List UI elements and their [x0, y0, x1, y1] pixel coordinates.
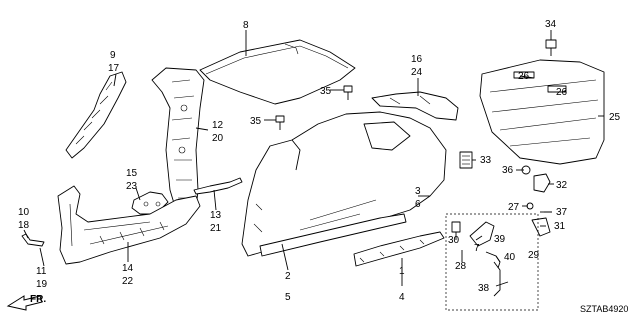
inner-a-pillar [65, 71, 127, 159]
callout-32: 32 [556, 180, 568, 191]
callout-19: 19 [36, 279, 48, 290]
callout-34: 34 [545, 19, 557, 30]
callout-38: 38 [478, 283, 490, 294]
callout-25: 25 [609, 112, 621, 123]
callout-1: 1 [399, 266, 405, 277]
callout-39: 39 [494, 234, 506, 245]
callout-22: 22 [122, 276, 134, 287]
bolt-upper [343, 85, 353, 100]
callout-35-lower: 35 [250, 116, 262, 127]
callout-30: 30 [448, 235, 460, 246]
inner-sill-panel [57, 185, 201, 265]
group-box [445, 213, 539, 311]
callout-23: 23 [126, 181, 138, 192]
inner-b-pillar [151, 67, 205, 211]
callout-13: 13 [210, 210, 222, 221]
callout-35-upper: 35 [320, 86, 332, 97]
direction-label: FR. [30, 294, 46, 305]
callout-4: 4 [399, 292, 405, 303]
callout-5: 5 [285, 292, 291, 303]
callout-11: 11 [36, 266, 47, 277]
callout-24: 24 [411, 67, 423, 78]
callout-16: 16 [411, 54, 423, 65]
small-bracket [21, 233, 45, 247]
callout-20: 20 [212, 133, 224, 144]
callout-15: 15 [126, 168, 138, 179]
callout-26-left: 26 [518, 71, 530, 82]
front-direction-arrow-icon [6, 295, 43, 311]
callout-7: 7 [474, 243, 480, 254]
callout-26-right: 26 [556, 87, 568, 98]
callout-36: 36 [502, 165, 514, 176]
fuel-filler-parts [451, 165, 552, 297]
rear-panel [479, 59, 605, 165]
reference-code: SZTAB4920 [580, 304, 628, 314]
callout-3: 3 [415, 186, 421, 197]
rear-inner-panel [371, 91, 459, 121]
callout-8: 8 [243, 20, 249, 31]
callout-40: 40 [504, 252, 516, 263]
callout-9: 9 [110, 50, 116, 61]
callout-21: 21 [210, 223, 222, 234]
callouts: 8 9 17 12 20 15 23 10 18 11 19 14 22 13 … [18, 19, 621, 303]
leader-lines [23, 30, 604, 287]
callout-31: 31 [554, 221, 566, 232]
rocker-panel [353, 231, 445, 267]
callout-2: 2 [285, 271, 291, 282]
callout-14: 14 [122, 263, 134, 274]
callout-12: 12 [212, 120, 224, 131]
callout-10: 10 [18, 207, 30, 218]
fuel-door-clip [459, 151, 473, 169]
callout-6: 6 [415, 199, 421, 210]
callout-27: 27 [508, 202, 520, 213]
callout-18: 18 [18, 220, 30, 231]
roof-panel [199, 39, 356, 105]
bolt-lower [275, 115, 285, 130]
callout-17: 17 [108, 63, 120, 74]
callout-29: 29 [528, 250, 540, 261]
callout-28: 28 [455, 261, 467, 272]
outer-side-panel [241, 111, 447, 257]
bolt-top [545, 39, 557, 56]
callout-37: 37 [556, 207, 568, 218]
callout-33: 33 [480, 155, 492, 166]
roof-rail [193, 177, 243, 195]
